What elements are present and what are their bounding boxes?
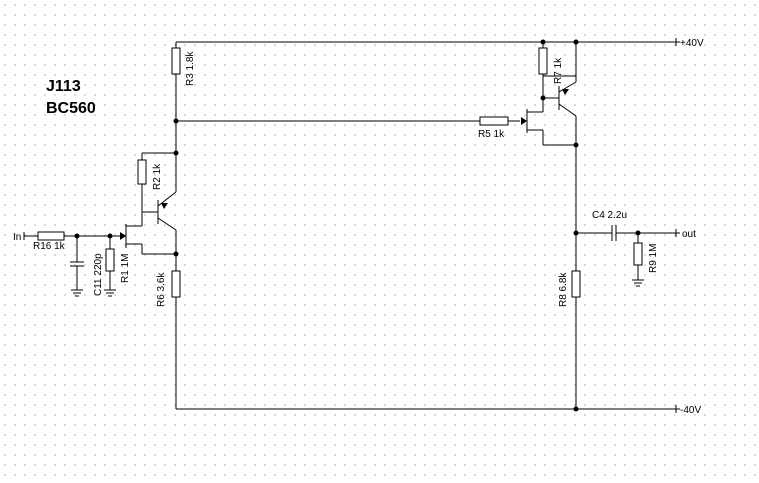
r8-label: R8 6.8k <box>558 272 569 307</box>
c11-label: C11 220p <box>93 253 104 296</box>
resistor-r2: R2 1k <box>137 152 176 212</box>
part-title-jfet: J113 <box>46 78 81 95</box>
junction-dots <box>74 39 641 412</box>
r3-label: R3 1.8k <box>185 51 196 86</box>
capacitor-c4: C4 2.2u <box>592 210 680 241</box>
r9-label: R9 1M <box>648 244 659 273</box>
transistor-bc560-output <box>543 81 577 117</box>
capacitor-c11: C11 220p <box>70 236 104 297</box>
r1-label: R1 1M <box>120 254 131 283</box>
left-branch-wires <box>175 42 480 409</box>
r6-label: R6 3.6k <box>156 272 167 307</box>
resistor-r6: R6 3.6k <box>156 270 181 307</box>
resistor-r5: R5 1k <box>478 116 520 140</box>
resistor-r8: R8 6.8k <box>558 270 581 307</box>
negative-rail: -40V <box>176 405 701 416</box>
c4-label: C4 2.2u <box>592 210 627 221</box>
jfet-j113 <box>120 212 176 255</box>
part-title-bjt: BC560 <box>46 100 96 117</box>
jfet-output <box>521 98 576 146</box>
resistor-r1: R1 1M <box>104 236 131 297</box>
r5-label: R5 1k <box>478 129 505 140</box>
output-label: out <box>682 229 696 240</box>
positive-rail-label: +40V <box>680 38 704 49</box>
positive-rail: +40V <box>176 38 704 49</box>
resistor-r3: R3 1.8k <box>171 47 196 86</box>
input-label: In <box>13 232 21 243</box>
right-branch-wires <box>575 42 612 409</box>
transistor-bc560-input <box>142 191 177 231</box>
r16-label: R16 1k <box>33 241 66 252</box>
r2-label: R2 1k <box>152 163 163 190</box>
resistor-r9: R9 1M <box>632 233 659 287</box>
resistor-r7: R7 1k <box>538 42 576 98</box>
input-port: In <box>13 232 38 243</box>
negative-rail-label: -40V <box>680 405 701 416</box>
r7-label: R7 1k <box>553 57 564 84</box>
